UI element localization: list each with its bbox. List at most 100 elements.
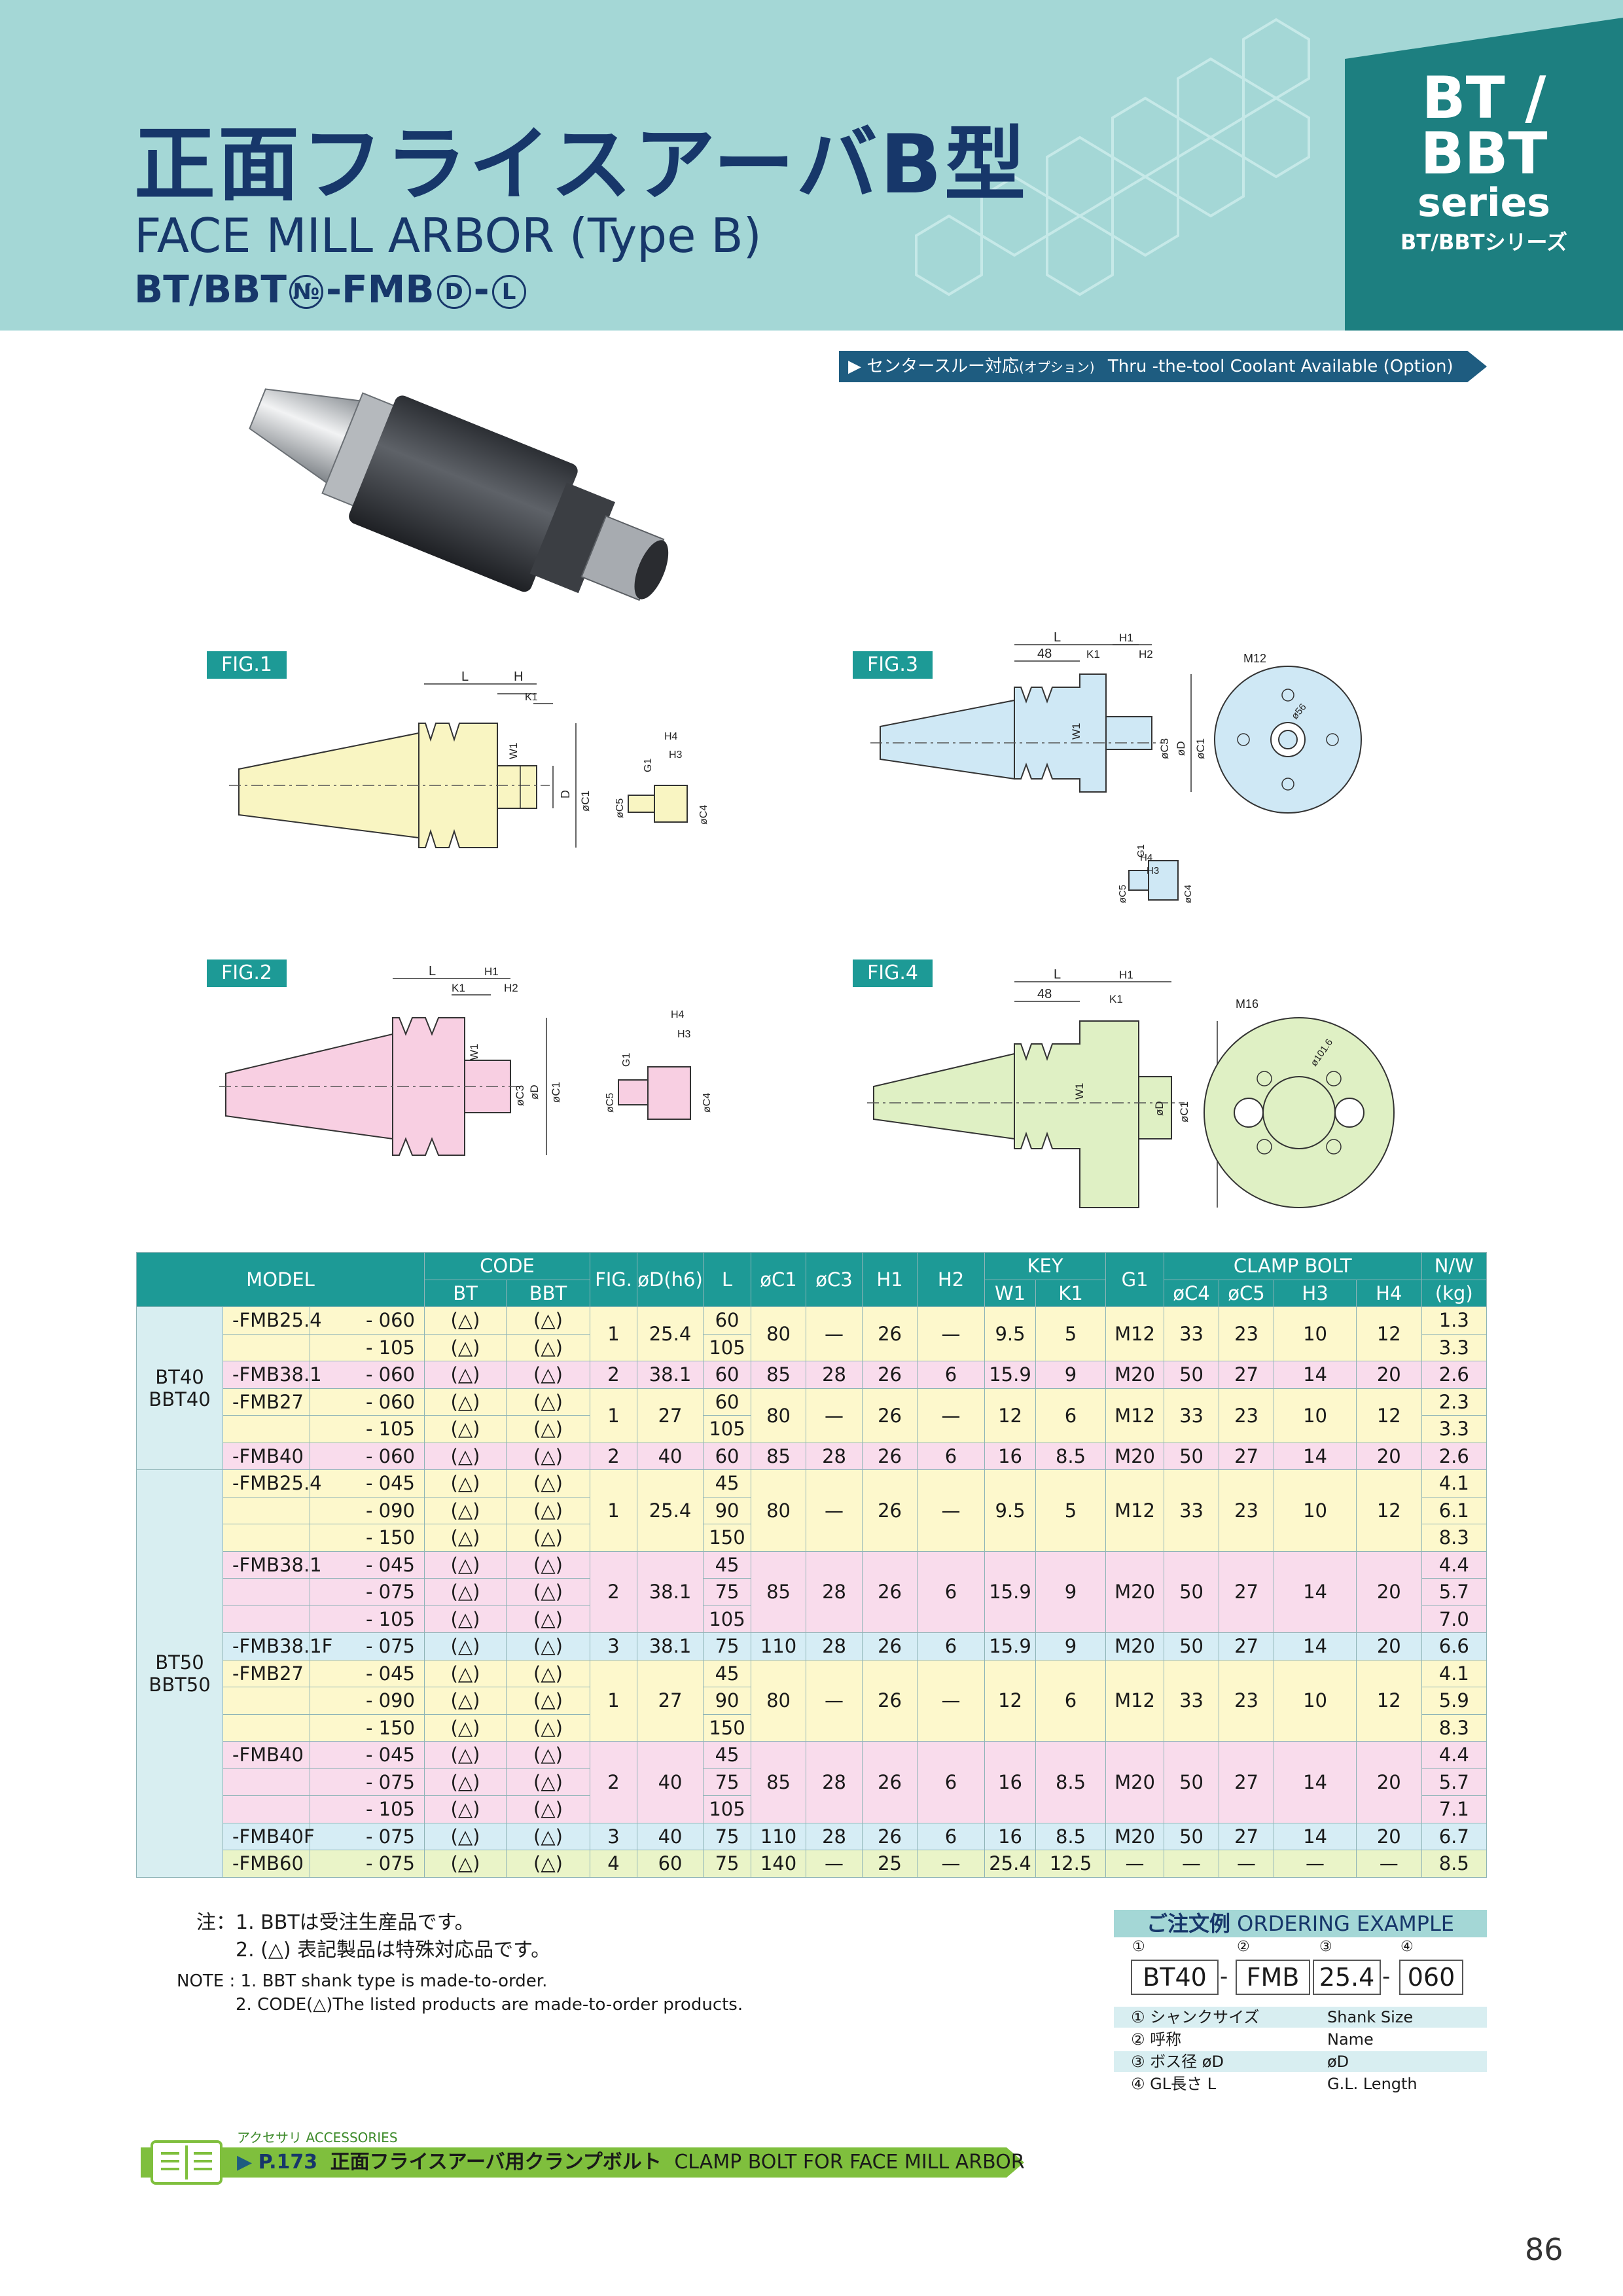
fig3-dim-L: L (1054, 630, 1061, 645)
cell-nw: 5.7 (1421, 1578, 1488, 1606)
section-label: BBT40 (149, 1388, 211, 1410)
cell-h1: 26 (862, 1388, 918, 1443)
code-bt: (△) (424, 1388, 507, 1416)
model-length: - 045 (309, 1551, 425, 1579)
cell-nw: 5.7 (1421, 1768, 1488, 1796)
cell-nw: 7.0 (1421, 1605, 1488, 1633)
cell-nw: 2.3 (1421, 1388, 1488, 1416)
cell-c3: 28 (806, 1442, 863, 1470)
note-prefix: 注： (196, 1911, 236, 1934)
accessory-title-jp: 正面フライスアーバ用クランプボルト (330, 2151, 662, 2174)
code-bt: (△) (424, 1687, 507, 1715)
th-code: CODE (424, 1252, 591, 1280)
code-bbt: (△) (506, 1741, 591, 1769)
coolant-jp: センタースルー対応 (866, 357, 1019, 376)
model-name: -FMB27 (223, 1388, 310, 1416)
note-en-1: NOTE : 1. BBT shank type is made-to-orde… (177, 1971, 547, 1991)
cell-g1: M20 (1105, 1741, 1165, 1823)
cell-h2: 6 (917, 1361, 986, 1389)
cell-nw: 6.7 (1421, 1822, 1488, 1850)
code-bt: (△) (424, 1850, 507, 1878)
cell-nw: 4.1 (1421, 1659, 1488, 1687)
cell-h4: 20 (1356, 1741, 1422, 1823)
model-name (223, 1687, 310, 1715)
coolant-opt: (オプション) (1018, 359, 1095, 375)
code-bt: (△) (424, 1822, 507, 1850)
model-length: - 150 (309, 1713, 425, 1742)
cell-l: 105 (703, 1333, 752, 1361)
cell-l: 75 (703, 1768, 752, 1796)
th-nw: N/W (1421, 1252, 1488, 1280)
code-bt: (△) (424, 1741, 507, 1769)
th-kg: (kg) (1421, 1279, 1488, 1307)
th-bbt: BBT (506, 1279, 591, 1307)
cell-c4: 33 (1164, 1306, 1220, 1361)
code-bt: (△) (424, 1713, 507, 1742)
cell-h2: 6 (917, 1822, 986, 1850)
model-name: -FMB40 (223, 1442, 310, 1470)
fig1-dim-G1: G1 (643, 759, 654, 772)
cell-h2: — (917, 1306, 986, 1361)
cell-g1: — (1105, 1850, 1165, 1878)
hexagon-pattern (915, 18, 1310, 296)
cell-w1: 16 (984, 1741, 1037, 1823)
cell-d: 25.4 (637, 1306, 704, 1361)
model-length: - 105 (309, 1333, 425, 1361)
fig3-drawing: L H1 48 K1 H2 W1 øC3 øD øC1 M12 ø56 H4 H… (870, 630, 1362, 903)
fig3-dim-D: øD (1175, 741, 1187, 756)
cell-nw: 6.6 (1421, 1632, 1488, 1660)
cell-c1: 85 (751, 1741, 807, 1823)
fig3-dim-K1: K1 (1086, 648, 1100, 660)
model-name (223, 1605, 310, 1633)
page-number: 86 (1525, 2232, 1563, 2267)
cell-g1: M20 (1105, 1632, 1165, 1660)
th-c3: øC3 (806, 1252, 863, 1307)
series-badge: BT / BBT series BT/BBTシリーズ (1345, 0, 1623, 331)
cell-h2: 6 (917, 1741, 986, 1823)
cell-nw: 4.4 (1421, 1741, 1488, 1769)
page-title: 正面フライスアーバB型 (134, 118, 1029, 212)
order-num-4: ④ (1400, 1939, 1414, 1955)
note-prefix: NOTE : (177, 1971, 236, 1991)
model-name (223, 1333, 310, 1361)
cell-w1: 15.9 (984, 1361, 1037, 1389)
accessory-link[interactable]: ▶ P.173 正面フライスアーバ用クランプボルト CLAMP BOLT FOR… (237, 2147, 1025, 2178)
cell-h4: 12 (1356, 1469, 1422, 1552)
model-name: -FMB40F (223, 1822, 315, 1850)
cell-d: 60 (637, 1850, 704, 1878)
accessory-title-en: CLAMP BOLT FOR FACE MILL ARBOR (674, 2151, 1025, 2174)
accessory-link-bar[interactable] (141, 2147, 1024, 2178)
cell-l: 45 (703, 1551, 752, 1579)
model-name: -FMB38.1 (223, 1551, 322, 1579)
cell-h3: 14 (1274, 1442, 1357, 1470)
accessory-page-ref: P.173 (258, 2151, 318, 2174)
fig2-dim-D: øD (528, 1085, 541, 1100)
model-length: - 045 (309, 1741, 425, 1769)
cell-fig: 1 (590, 1469, 638, 1552)
cell-h3: 10 (1274, 1469, 1357, 1552)
fig2-label: FIG.2 (207, 960, 287, 987)
th-c1: øC1 (751, 1252, 807, 1307)
cell-l: 75 (703, 1578, 752, 1606)
code-bbt: (△) (506, 1713, 591, 1742)
cell-h1: 26 (862, 1551, 918, 1633)
th-g1: G1 (1105, 1252, 1165, 1307)
code-bbt: (△) (506, 1551, 591, 1579)
note-jp-1: 注：1. BBTは受注生産品です。 (196, 1906, 474, 1935)
code-bt: (△) (424, 1524, 507, 1552)
code-bbt: (△) (506, 1306, 591, 1335)
cell-d: 27 (637, 1659, 704, 1742)
cell-c5: 27 (1219, 1361, 1275, 1389)
fig4-dim-C1: øC1 (1178, 1102, 1190, 1122)
cell-nw: 2.6 (1421, 1361, 1488, 1389)
fig3-dim-C4: øC4 (1183, 885, 1194, 903)
cell-k1: 5 (1035, 1469, 1107, 1552)
fig2-dim-W1: W1 (468, 1044, 480, 1061)
fig3-dim-48: 48 (1037, 647, 1052, 661)
cell-c3: — (806, 1306, 863, 1361)
model-name: -FMB60 (223, 1850, 310, 1878)
order-legend-row: ③ ボス径 øD øD (1114, 2051, 1487, 2072)
cell-c1: 85 (751, 1551, 807, 1633)
cell-c4: 50 (1164, 1741, 1220, 1823)
order-dash-1: - (1220, 1964, 1228, 1990)
